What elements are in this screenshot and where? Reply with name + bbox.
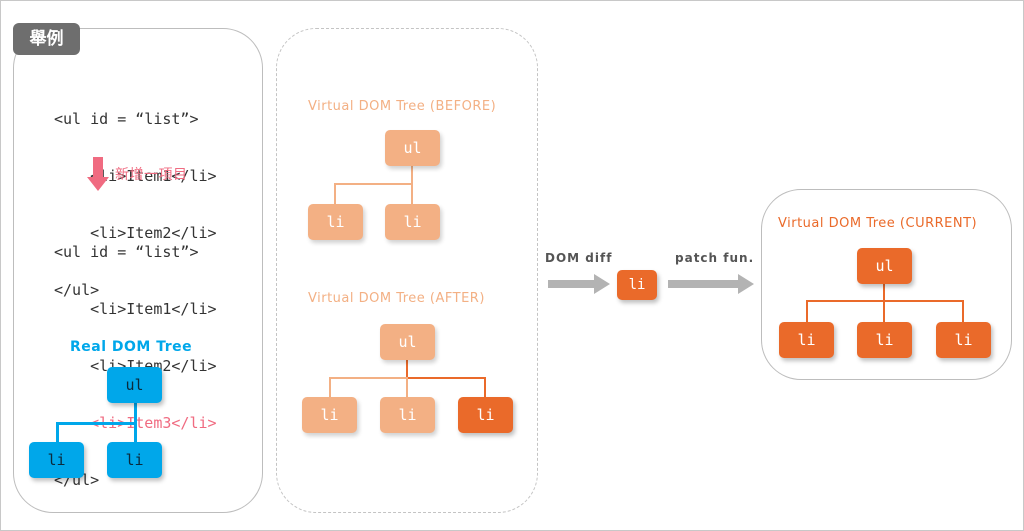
tree-connector bbox=[329, 377, 331, 397]
tree-connector bbox=[411, 183, 413, 205]
tree-node-child: li bbox=[936, 322, 991, 358]
tree-connector bbox=[484, 377, 486, 397]
tree-node-child: li bbox=[302, 397, 357, 433]
tree-node-child: li bbox=[308, 204, 363, 240]
code-line: </ul> bbox=[54, 281, 100, 299]
code-line: <li>Item2</li> bbox=[54, 224, 217, 242]
code-before: <ul id = “list”> <li>Item1</li> <li>Item… bbox=[54, 72, 217, 319]
code-after: <ul id = “list”> <li>Item1</li> <li>Item… bbox=[54, 205, 217, 509]
tree-node-child: li bbox=[107, 442, 162, 478]
tree-connector bbox=[329, 377, 408, 379]
add-item-label: 新增一項目 bbox=[115, 167, 188, 183]
vdom-before-title: Virtual DOM Tree (BEFORE) bbox=[308, 99, 497, 114]
tree-node-root: ul bbox=[857, 248, 912, 284]
tree-node-child: li bbox=[29, 442, 84, 478]
example-panel bbox=[13, 28, 263, 513]
tree-connector bbox=[406, 359, 408, 379]
tree-node-child: li bbox=[779, 322, 834, 358]
code-line: <ul id = “list”> bbox=[54, 243, 199, 261]
code-line-new: <li>Item3</li> bbox=[90, 414, 217, 432]
example-tag: 舉例 bbox=[13, 23, 80, 55]
tree-connector bbox=[56, 422, 59, 442]
tree-connector bbox=[406, 377, 486, 379]
tree-node-root: ul bbox=[385, 130, 440, 166]
tree-node-root: ul bbox=[380, 324, 435, 360]
down-arrow-icon bbox=[87, 157, 109, 191]
tree-connector bbox=[56, 422, 137, 425]
current-panel bbox=[761, 189, 1012, 380]
tree-connector bbox=[962, 300, 964, 322]
tree-connector bbox=[406, 377, 408, 397]
code-line: <li>Item1</li> bbox=[54, 300, 217, 318]
tree-connector bbox=[883, 282, 885, 302]
code-line: <li>Item1</li> bbox=[54, 167, 217, 185]
tree-connector bbox=[411, 165, 413, 185]
patch-label: patch fun. bbox=[675, 251, 755, 265]
vdom-current-title: Virtual DOM Tree (CURRENT) bbox=[778, 216, 978, 231]
virtual-dom-panel bbox=[276, 28, 538, 513]
arrow-right-icon bbox=[548, 274, 610, 294]
tree-connector bbox=[334, 183, 413, 185]
arrow-right-icon bbox=[668, 274, 754, 294]
tree-node-child: li bbox=[857, 322, 912, 358]
diff-result-node: li bbox=[617, 270, 657, 300]
tree-node-child: li bbox=[385, 204, 440, 240]
tree-node-child: li bbox=[380, 397, 435, 433]
real-tree-title: Real DOM Tree bbox=[70, 339, 193, 355]
tree-connector bbox=[806, 300, 964, 302]
dom-diff-label: DOM diff bbox=[545, 251, 613, 265]
tree-connector bbox=[134, 422, 137, 442]
tree-connector bbox=[883, 300, 885, 322]
vdom-after-title: Virtual DOM Tree (AFTER) bbox=[308, 291, 485, 306]
tree-connector bbox=[334, 183, 336, 205]
tree-node-new: li bbox=[458, 397, 513, 433]
tree-connector bbox=[134, 403, 137, 425]
tree-connector bbox=[806, 300, 808, 322]
tree-node-root: ul bbox=[107, 367, 162, 403]
code-line: <ul id = “list”> bbox=[54, 110, 199, 128]
